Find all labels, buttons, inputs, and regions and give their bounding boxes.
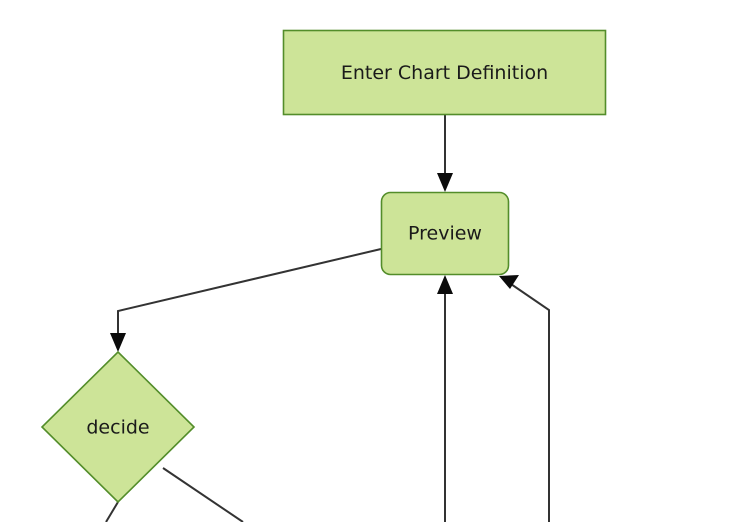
node-enter-chart-definition[interactable]: Enter Chart Definition xyxy=(282,29,607,116)
edge-decide-right-branch xyxy=(162,467,244,522)
edge-enter-to-preview xyxy=(437,115,453,192)
edge-line xyxy=(117,248,382,342)
node-rectangle[interactable] xyxy=(282,29,607,116)
arrowhead-icon xyxy=(110,333,126,352)
arrowhead-icon xyxy=(499,275,519,289)
edge-preview-to-decide xyxy=(110,248,382,352)
edge-decide-bottom-branch xyxy=(105,501,119,522)
arrowhead-icon xyxy=(437,173,453,192)
node-label-preview: Preview xyxy=(408,223,482,245)
edge-bottom-center-to-preview xyxy=(437,275,453,522)
node-diamond[interactable] xyxy=(40,350,196,504)
edge-bottom-right-to-preview xyxy=(499,275,550,522)
edge-line xyxy=(105,501,119,522)
node-decide[interactable]: decide xyxy=(40,350,196,504)
arrowhead-icon xyxy=(437,275,453,294)
node-label-decide: decide xyxy=(86,417,149,439)
edge-line xyxy=(507,281,550,522)
node-rounded-rectangle[interactable] xyxy=(380,191,510,276)
node-label-enter-chart-definition: Enter Chart Definition xyxy=(341,62,548,84)
edge-line xyxy=(162,467,244,522)
node-preview[interactable]: Preview xyxy=(380,191,510,276)
